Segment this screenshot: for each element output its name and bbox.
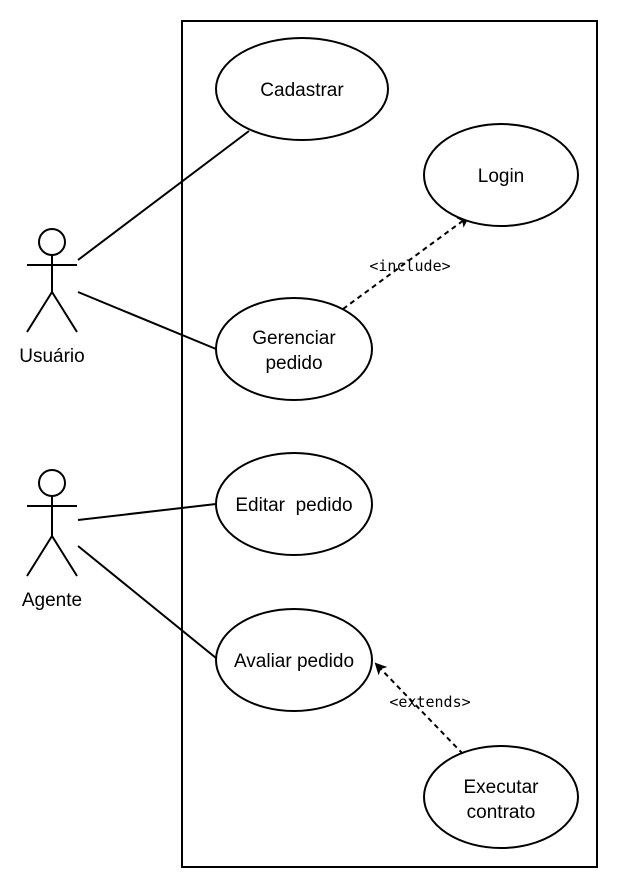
use-case-login-shape <box>423 123 579 227</box>
use-case-editar-pedido[interactable]: Editar pedido <box>215 452 373 556</box>
use-case-login-label: Login <box>478 166 525 187</box>
use-case-executar-label-line2: contrato <box>467 802 536 823</box>
use-case-editar-shape <box>215 452 373 556</box>
use-case-executar-shape <box>423 745 579 849</box>
use-case-gerenciar-shape <box>215 297 373 401</box>
actor-usuario-label: Usuário <box>19 346 84 367</box>
use-case-cadastrar-shape <box>215 37 389 141</box>
actor-usuario-head <box>38 228 66 256</box>
use-case-editar-label: Editar pedido <box>235 495 352 516</box>
actor-agente[interactable]: Agente <box>22 469 82 611</box>
extends-arrow <box>374 662 464 755</box>
include-arrow <box>342 215 470 310</box>
actor-agente-label: Agente <box>22 590 82 611</box>
use-case-cadastrar[interactable]: Cadastrar <box>215 37 389 141</box>
use-case-gerenciar-label-line1: Gerenciar <box>252 328 336 349</box>
use-case-gerenciar-label-line2: pedido <box>265 353 322 374</box>
use-case-executar-contrato[interactable]: Executar contrato <box>423 745 579 849</box>
system-boundary <box>181 20 598 868</box>
association-agente-editar <box>77 503 217 521</box>
actor-usuario[interactable]: Usuário <box>19 228 85 367</box>
use-case-avaliar-shape <box>215 608 373 712</box>
association-agente-avaliar <box>77 545 217 659</box>
include-label: <include> <box>369 257 450 275</box>
actor-usuario-left-leg <box>26 291 53 333</box>
actor-agente-left-leg <box>26 535 53 577</box>
actor-agente-right-leg <box>51 535 78 577</box>
use-case-gerenciar-pedido[interactable]: Gerenciar pedido <box>215 297 373 401</box>
actor-usuario-right-leg <box>51 291 78 333</box>
association-usuario-gerenciar <box>77 291 217 350</box>
use-case-avaliar-label: Avaliar pedido <box>234 651 354 672</box>
use-case-login[interactable]: Login <box>423 123 579 227</box>
actor-agente-head <box>38 469 66 497</box>
extends-label: <extends> <box>389 693 470 711</box>
use-case-executar-label-line1: Executar <box>464 777 540 798</box>
use-case-cadastrar-label: Cadastrar <box>260 80 344 101</box>
use-case-avaliar-pedido[interactable]: Avaliar pedido <box>215 608 373 712</box>
association-usuario-cadastrar <box>77 130 250 261</box>
